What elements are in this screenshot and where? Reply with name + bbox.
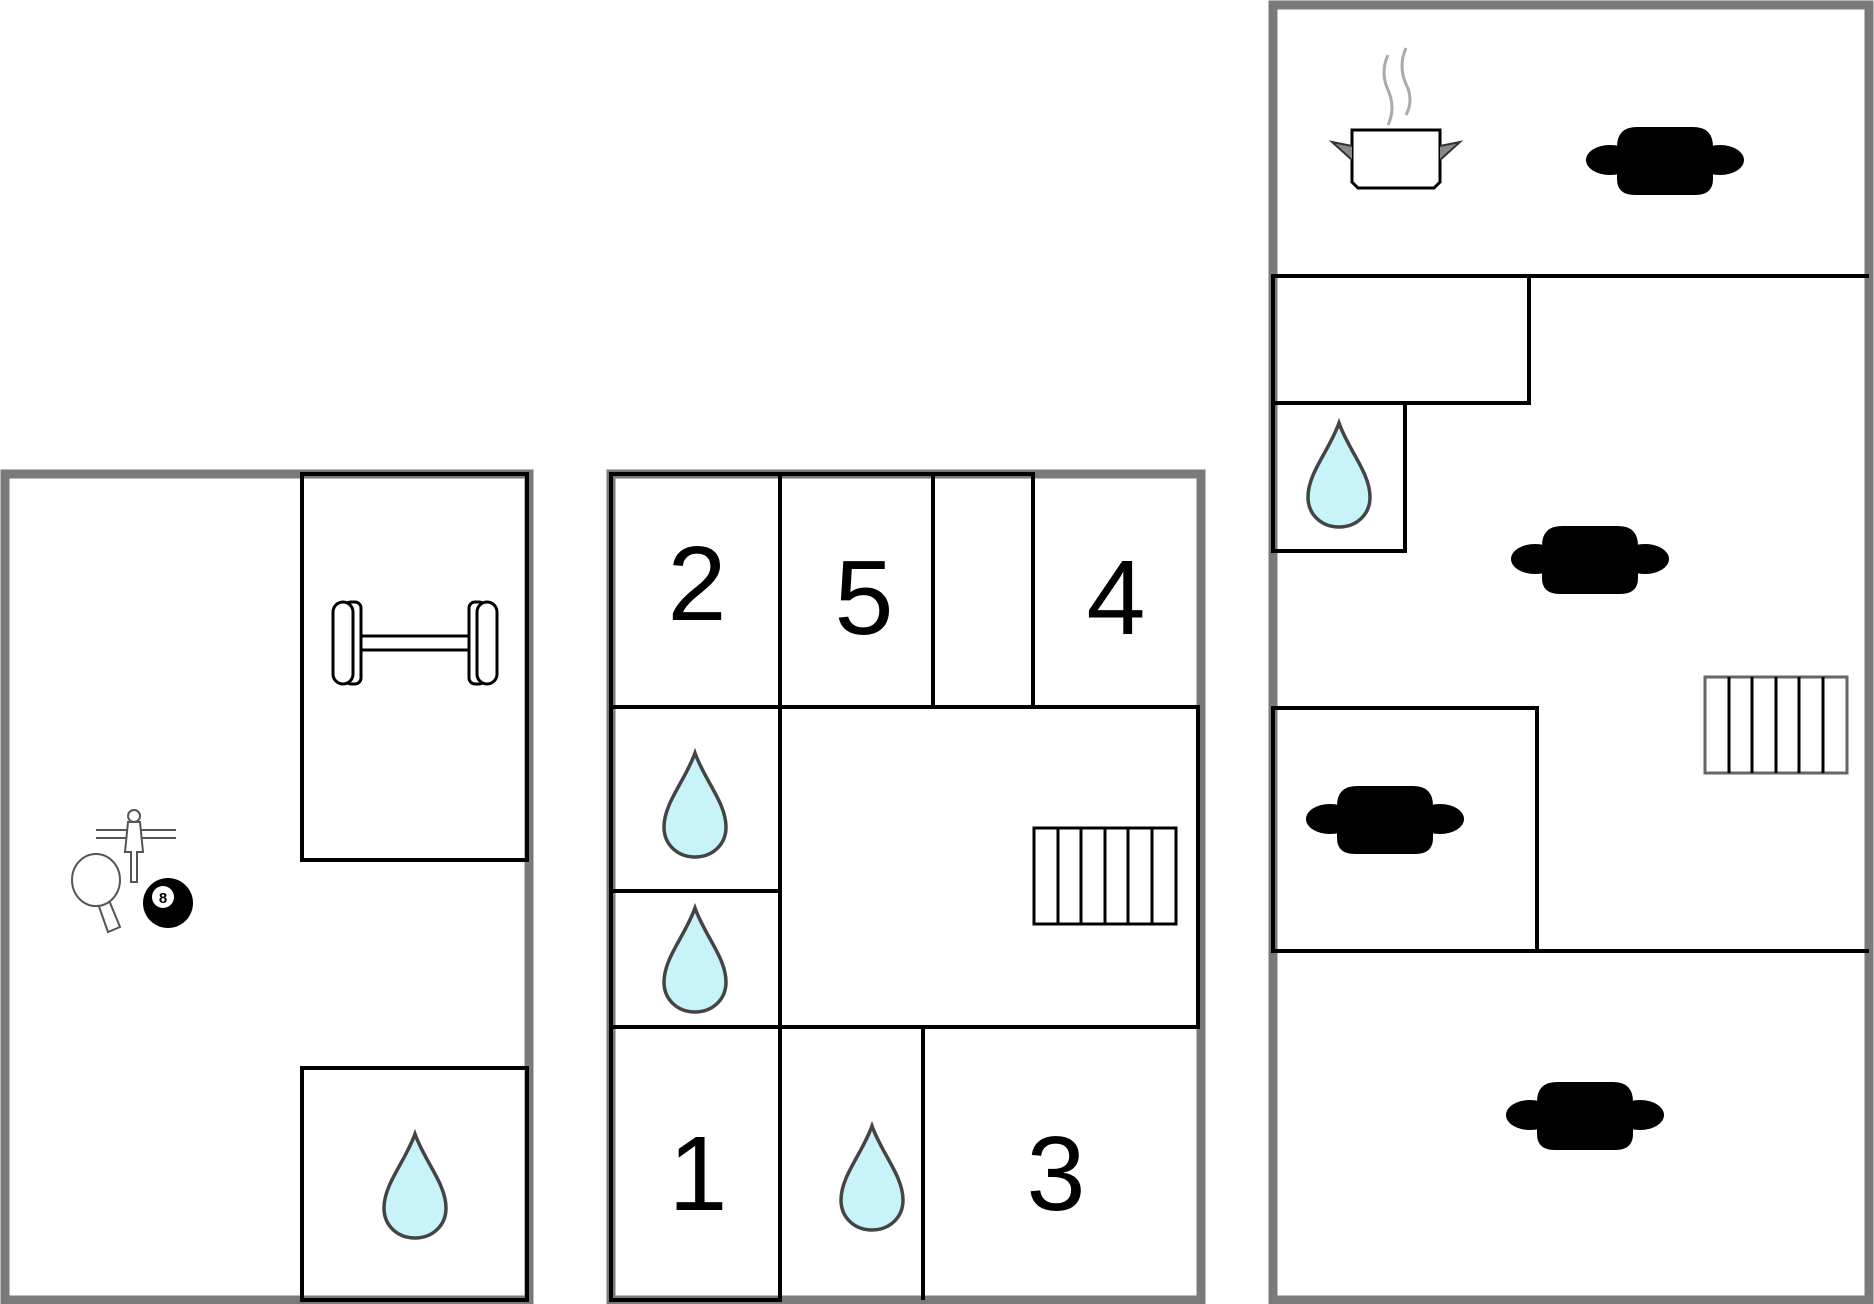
sitting-room <box>1271 706 1539 953</box>
ping-pong-paddle-icon <box>71 853 122 934</box>
sofa-icon <box>1306 786 1464 873</box>
ground-hall <box>778 705 1200 1029</box>
sofa-icon <box>1586 127 1744 214</box>
room-number-1: 1 <box>669 1115 728 1233</box>
pool-ball-number: 8 <box>159 890 167 907</box>
dumbbell-icon <box>331 600 499 686</box>
storage-room <box>1271 274 1531 405</box>
basement-floor: 8 <box>0 469 534 1304</box>
upper-floor <box>1268 0 1874 1304</box>
stairs-icon <box>1032 826 1178 926</box>
water-drop-icon <box>662 751 728 859</box>
sofa-icon <box>1511 526 1669 613</box>
basement-bathroom <box>300 1066 529 1302</box>
water-drop-icon <box>1306 421 1372 529</box>
room-number-2: 2 <box>668 525 727 643</box>
upper-bathroom <box>1271 401 1407 553</box>
room-number-4: 4 <box>1087 539 1146 657</box>
fitness-room <box>300 472 529 862</box>
room-number-5: 5 <box>835 539 894 657</box>
room-number-3: 3 <box>1027 1115 1086 1233</box>
water-drop-icon <box>382 1132 448 1240</box>
stairs-icon <box>1703 675 1849 775</box>
closet <box>931 472 1035 709</box>
upper-outer-wall <box>1268 0 1874 1304</box>
games-icon: 8 <box>71 809 193 934</box>
basement-outer-wall <box>0 469 534 1304</box>
ground-floor: 2 5 4 1 3 <box>606 469 1206 1304</box>
cooking-pot-icon <box>1328 47 1464 190</box>
bedroom-1 <box>609 1025 782 1302</box>
water-drop-icon <box>662 906 728 1014</box>
sofa-icon <box>1506 1082 1664 1169</box>
pool-ball-icon: 8 <box>143 878 193 928</box>
table-football-icon <box>96 809 176 883</box>
water-drop-icon <box>839 1124 905 1232</box>
